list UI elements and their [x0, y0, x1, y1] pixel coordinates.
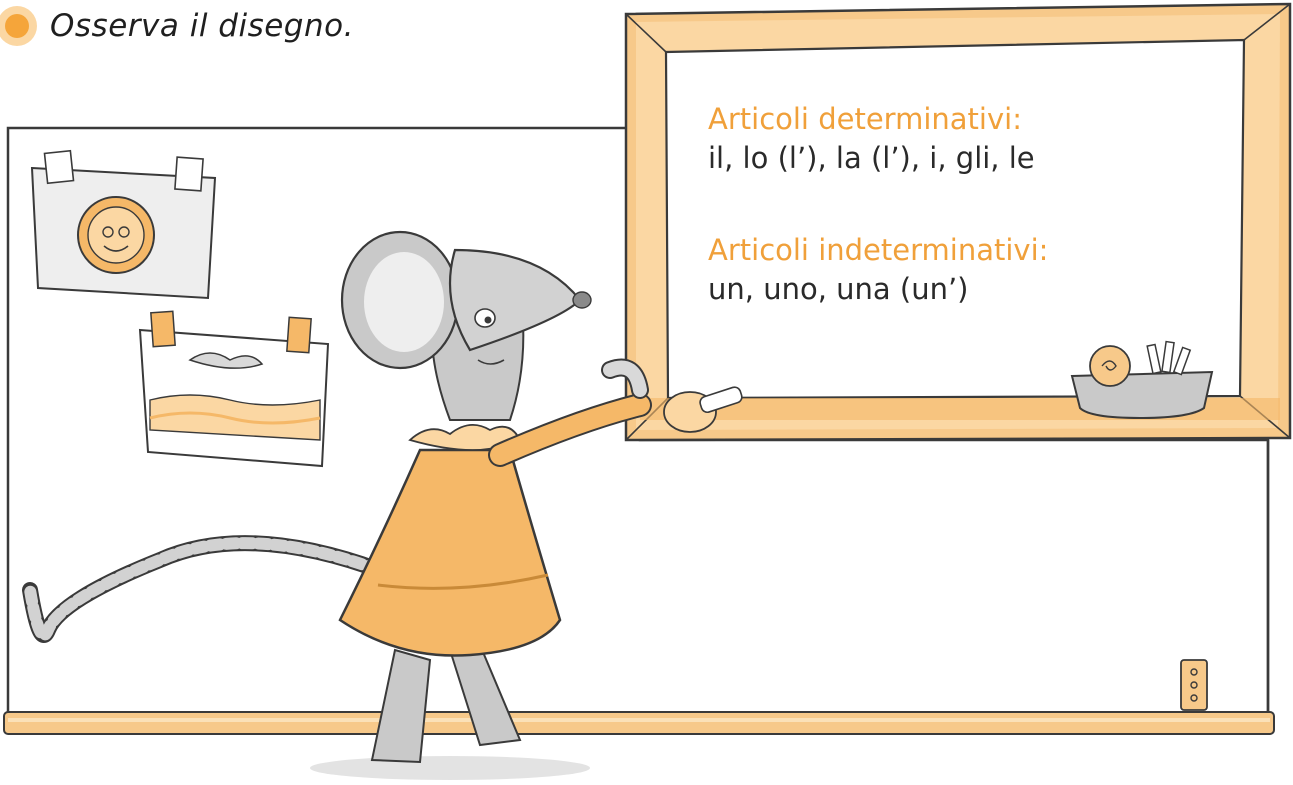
instruction-text: Osserva il disegno. — [50, 8, 354, 44]
orange-dot-icon — [0, 6, 37, 46]
sea-drawing — [138, 310, 330, 468]
indeterminative-list: un, uno, una (un’) — [708, 272, 969, 306]
determinative-list: il, lo (l’), la (l’), i, gli, le — [708, 141, 1035, 175]
sun-drawing — [30, 149, 217, 300]
floor-rail — [3, 711, 1275, 735]
mouse-tail — [22, 535, 400, 643]
determinative-heading: Articoli determinativi: — [708, 102, 1022, 136]
chalk-tray — [1070, 340, 1214, 420]
instruction: Osserva il disegno. — [0, 0, 354, 52]
board — [624, 2, 1292, 442]
wall-socket — [1180, 659, 1208, 711]
spacer — [708, 178, 1228, 231]
indeterminative-heading: Articoli indeterminativi: — [708, 233, 1049, 267]
mouse-character — [310, 230, 743, 780]
board-content: Articoli determinativi: il, lo (l’), la … — [708, 100, 1228, 309]
